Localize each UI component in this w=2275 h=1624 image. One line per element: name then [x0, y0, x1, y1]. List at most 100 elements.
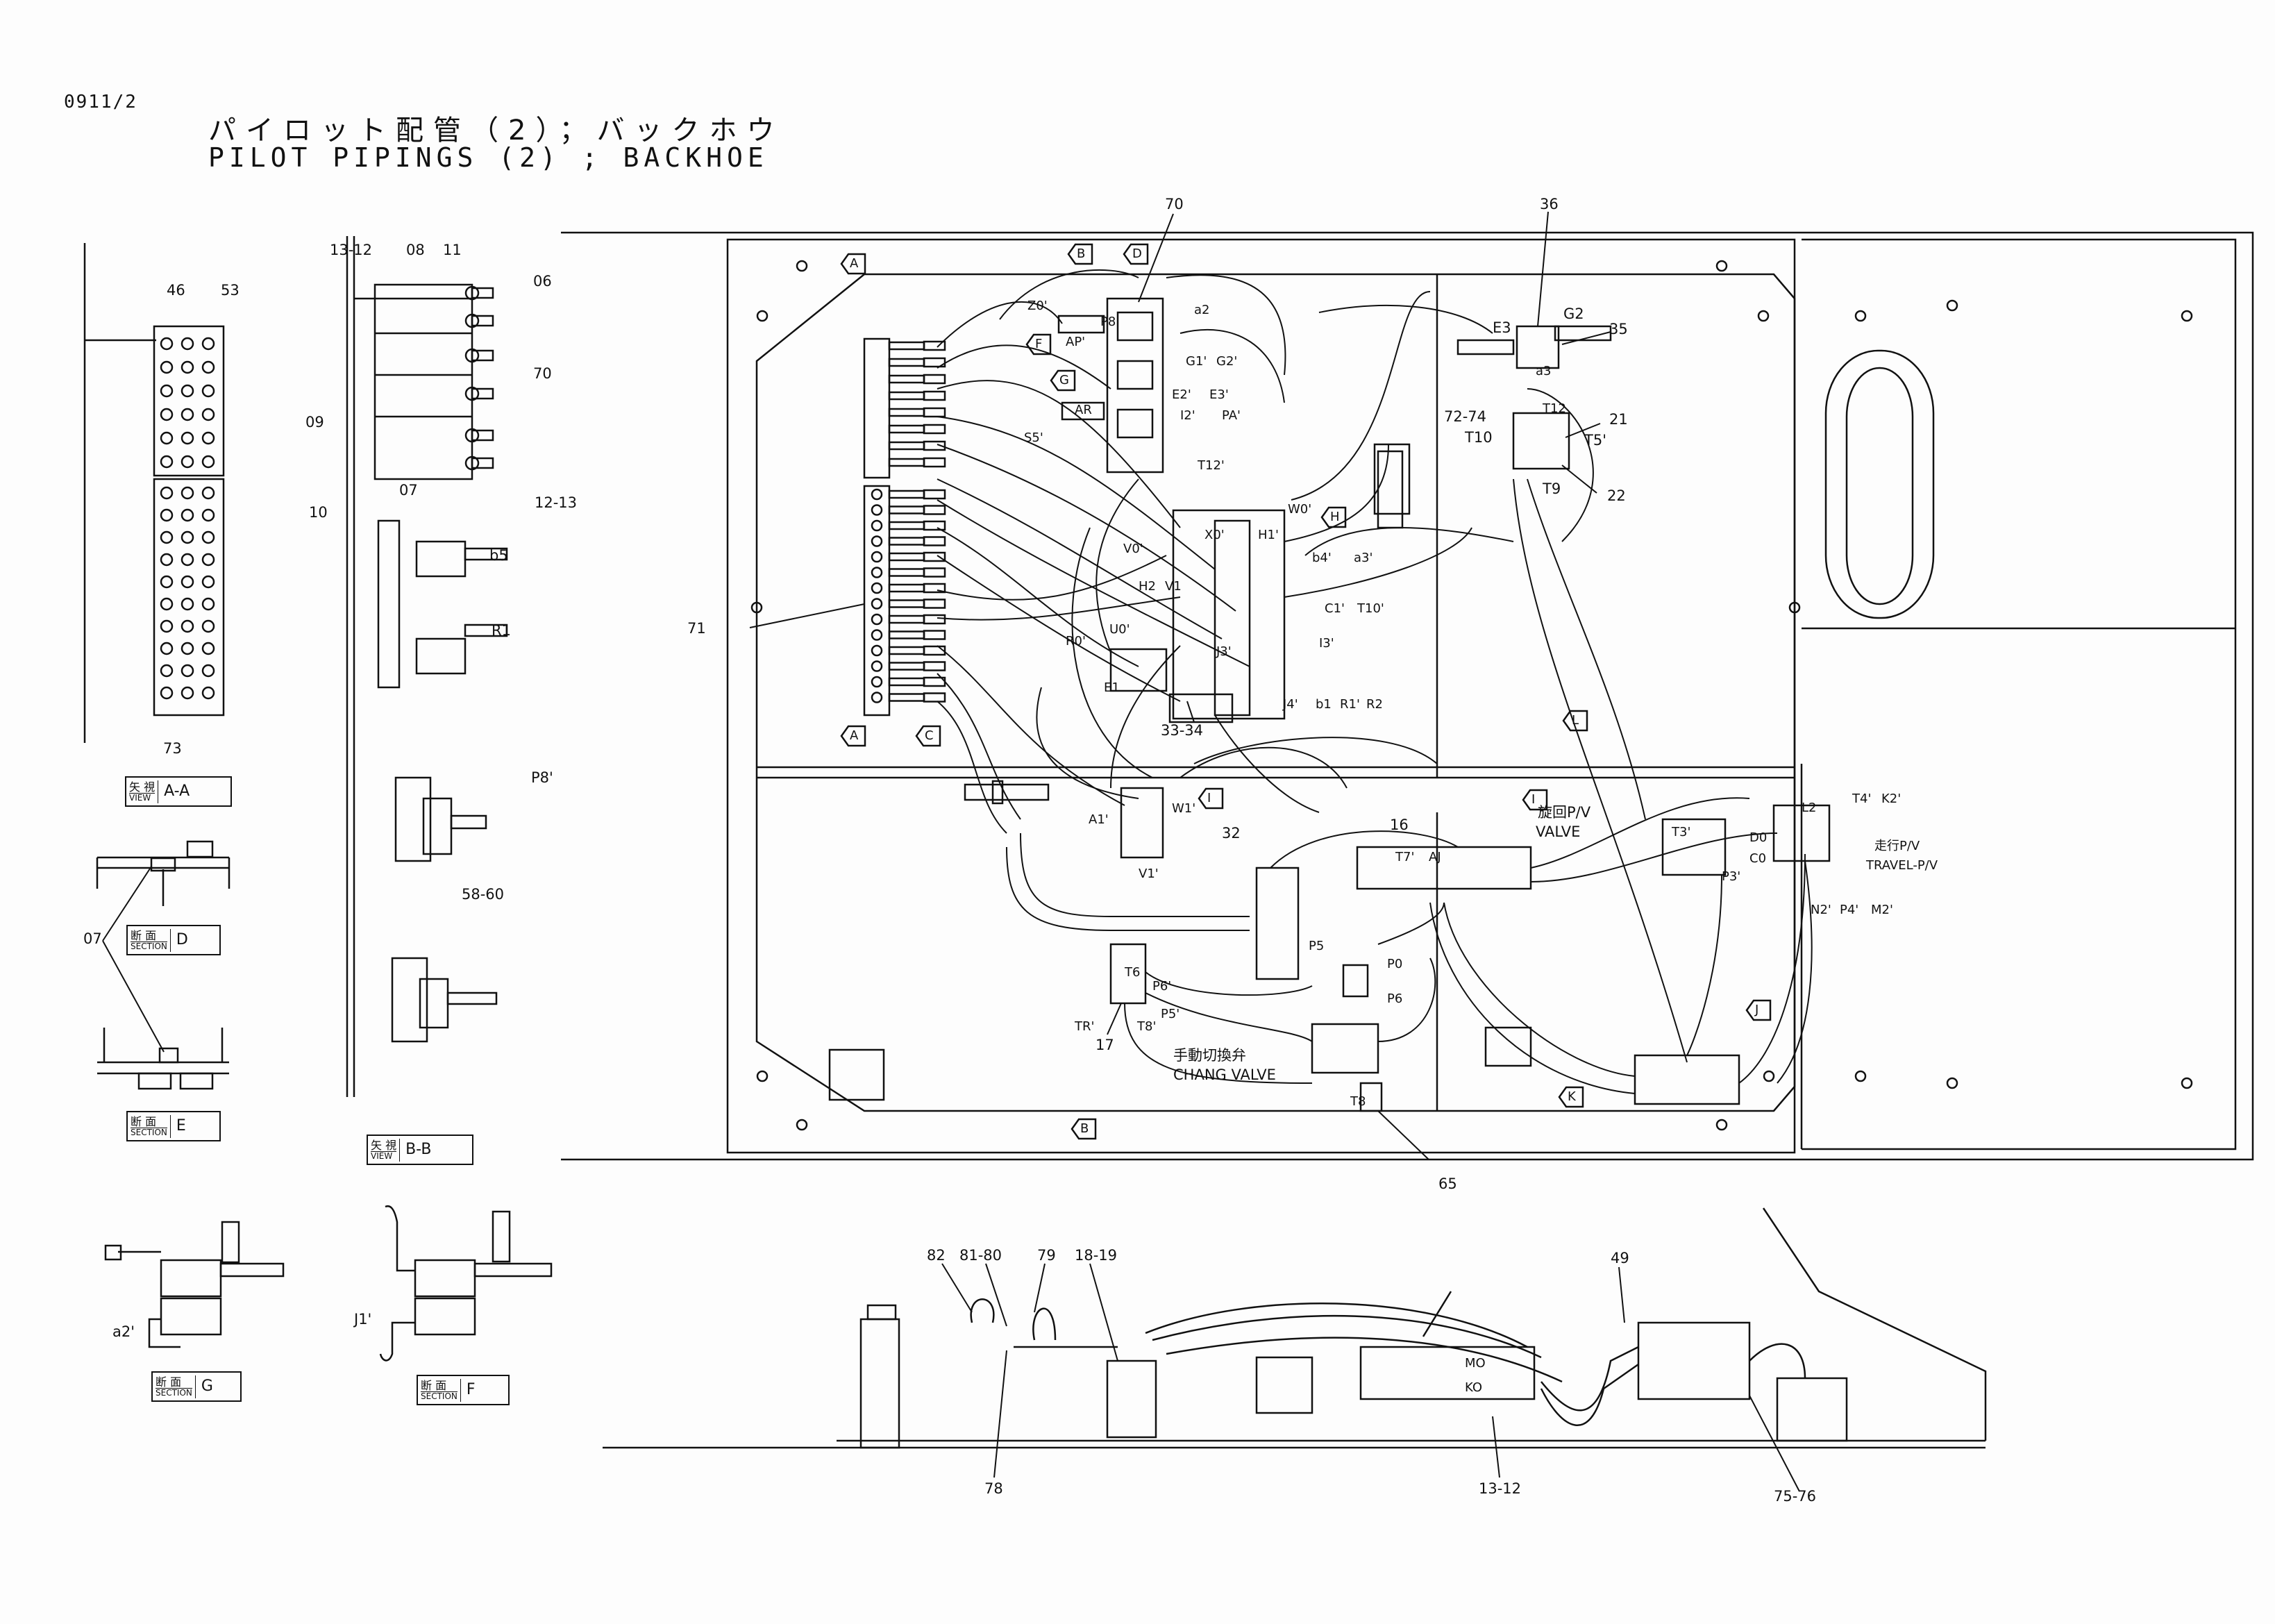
callout-p8: P8	[1100, 315, 1116, 329]
terminal-port	[201, 455, 215, 469]
bolt-hole	[1757, 310, 1770, 322]
callout-58-60: 58-60	[462, 886, 505, 903]
callout-35: 35	[1609, 321, 1628, 337]
manifold-port	[888, 662, 925, 671]
callout-j3p: J3'	[1216, 644, 1232, 659]
terminal-port	[181, 597, 194, 611]
terminal-port	[201, 530, 215, 544]
hose-fitting	[923, 583, 946, 594]
view-marker-label: A	[850, 728, 859, 743]
bolt-hole	[796, 260, 808, 272]
terminal-port	[201, 575, 215, 589]
callout-p3p: P3'	[1722, 869, 1741, 884]
view-bb-assembly	[346, 236, 473, 1097]
terminal-ports	[160, 337, 215, 700]
hose-fitting	[923, 567, 946, 578]
view-marker-label: K	[1568, 1089, 1576, 1104]
callout-12-13: 12-13	[535, 494, 578, 511]
hose-fitting	[923, 551, 946, 562]
terminal-port	[160, 337, 174, 351]
terminal-port	[160, 508, 174, 522]
callout-w0p: W0'	[1288, 502, 1312, 517]
callout-p6: P6	[1387, 991, 1403, 1006]
callout-72-74: 72-74	[1444, 408, 1487, 425]
bolt-hole	[2181, 1077, 2193, 1089]
terminal-port	[160, 619, 174, 633]
view-marker-label: J	[1755, 1003, 1759, 1017]
pipe-fitting	[450, 814, 487, 830]
hose-fitting	[923, 489, 946, 500]
callout-z0p: Z0'	[1027, 299, 1048, 313]
callout-pap: PA'	[1222, 408, 1241, 423]
view-marker-label: C	[925, 728, 934, 743]
pipe-fitting	[446, 991, 498, 1005]
pipe-fitting	[471, 457, 494, 469]
terminal-port	[201, 664, 215, 678]
callout-e1: E1	[1104, 680, 1120, 695]
callout-ar: AR	[1075, 403, 1092, 417]
callout-b1: b1	[1316, 697, 1332, 712]
view-marker-j	[1745, 999, 1772, 1021]
terminal-port	[201, 360, 215, 374]
terminal-port	[160, 686, 174, 700]
manifold-hex-port	[871, 613, 883, 626]
side-elevation-leaders	[941, 1263, 1800, 1492]
view-marker-label: F	[1035, 337, 1043, 351]
callout-36: 36	[1540, 196, 1559, 212]
port-nut	[464, 285, 480, 301]
callout-78: 78	[984, 1480, 1003, 1497]
manifold-port	[888, 630, 925, 639]
bolt-hole	[756, 1070, 769, 1082]
callout-18-19: 18-19	[1075, 1247, 1118, 1264]
center-valve-cluster	[1109, 509, 1286, 723]
manifold-port	[888, 505, 925, 514]
callout-71: 71	[687, 620, 706, 637]
callout-13-12-top: 13-12	[330, 242, 373, 258]
bolt-hole	[1715, 1119, 1728, 1131]
callout-70: 70	[1165, 196, 1184, 212]
terminal-port	[181, 408, 194, 421]
terminal-port	[181, 686, 194, 700]
hose-fitting	[923, 520, 946, 531]
terminal-port	[181, 486, 194, 500]
title-english: PILOT PIPINGS (2) ; BACKHOE	[208, 142, 769, 173]
manifold-port	[888, 489, 925, 499]
swing-valve-label-jp: 旋回P/V	[1538, 804, 1591, 821]
callout-i2p: I2'	[1180, 408, 1195, 423]
callout-t6: T6	[1125, 965, 1141, 980]
callout-a2p: a2'	[112, 1323, 135, 1340]
bolt-hole	[1854, 1070, 1867, 1082]
callout-21: 21	[1609, 411, 1628, 428]
terminal-port	[201, 686, 215, 700]
section-d-detail	[96, 840, 230, 906]
callout-d0: D0	[1749, 830, 1768, 845]
view-marker-a	[840, 253, 866, 275]
view-marker-label: I	[1207, 791, 1211, 805]
callout-t12: T12	[1543, 401, 1566, 416]
callout-p5: P5	[1309, 939, 1325, 953]
manifold-ports	[871, 340, 946, 703]
callout-j4p: J4'	[1283, 697, 1298, 712]
hose-fitting	[923, 424, 946, 435]
callout-16: 16	[1390, 817, 1409, 833]
callout-t9: T9	[1543, 480, 1561, 497]
callout-g2p: G2'	[1216, 354, 1238, 369]
pipe-fitting	[464, 547, 508, 561]
view-marker-g	[1050, 369, 1076, 392]
manifold-port	[888, 458, 925, 467]
callout-p4p: P4'	[1840, 903, 1859, 917]
main-base-plate	[561, 231, 2254, 1161]
terminal-port	[201, 508, 215, 522]
section-d-e-leader	[102, 866, 165, 1053]
callout-13-12-bottom: 13-12	[1479, 1480, 1522, 1497]
port-nut	[464, 313, 480, 328]
hose-fitting	[923, 440, 946, 451]
callout-g1p: G1'	[1186, 354, 1207, 369]
view-aa-terminal-block	[83, 243, 225, 743]
hose-fitting	[923, 692, 946, 703]
callout-33-34: 33-34	[1161, 722, 1204, 739]
callout-b5: b5	[489, 547, 508, 564]
callout-17: 17	[1095, 1037, 1114, 1053]
